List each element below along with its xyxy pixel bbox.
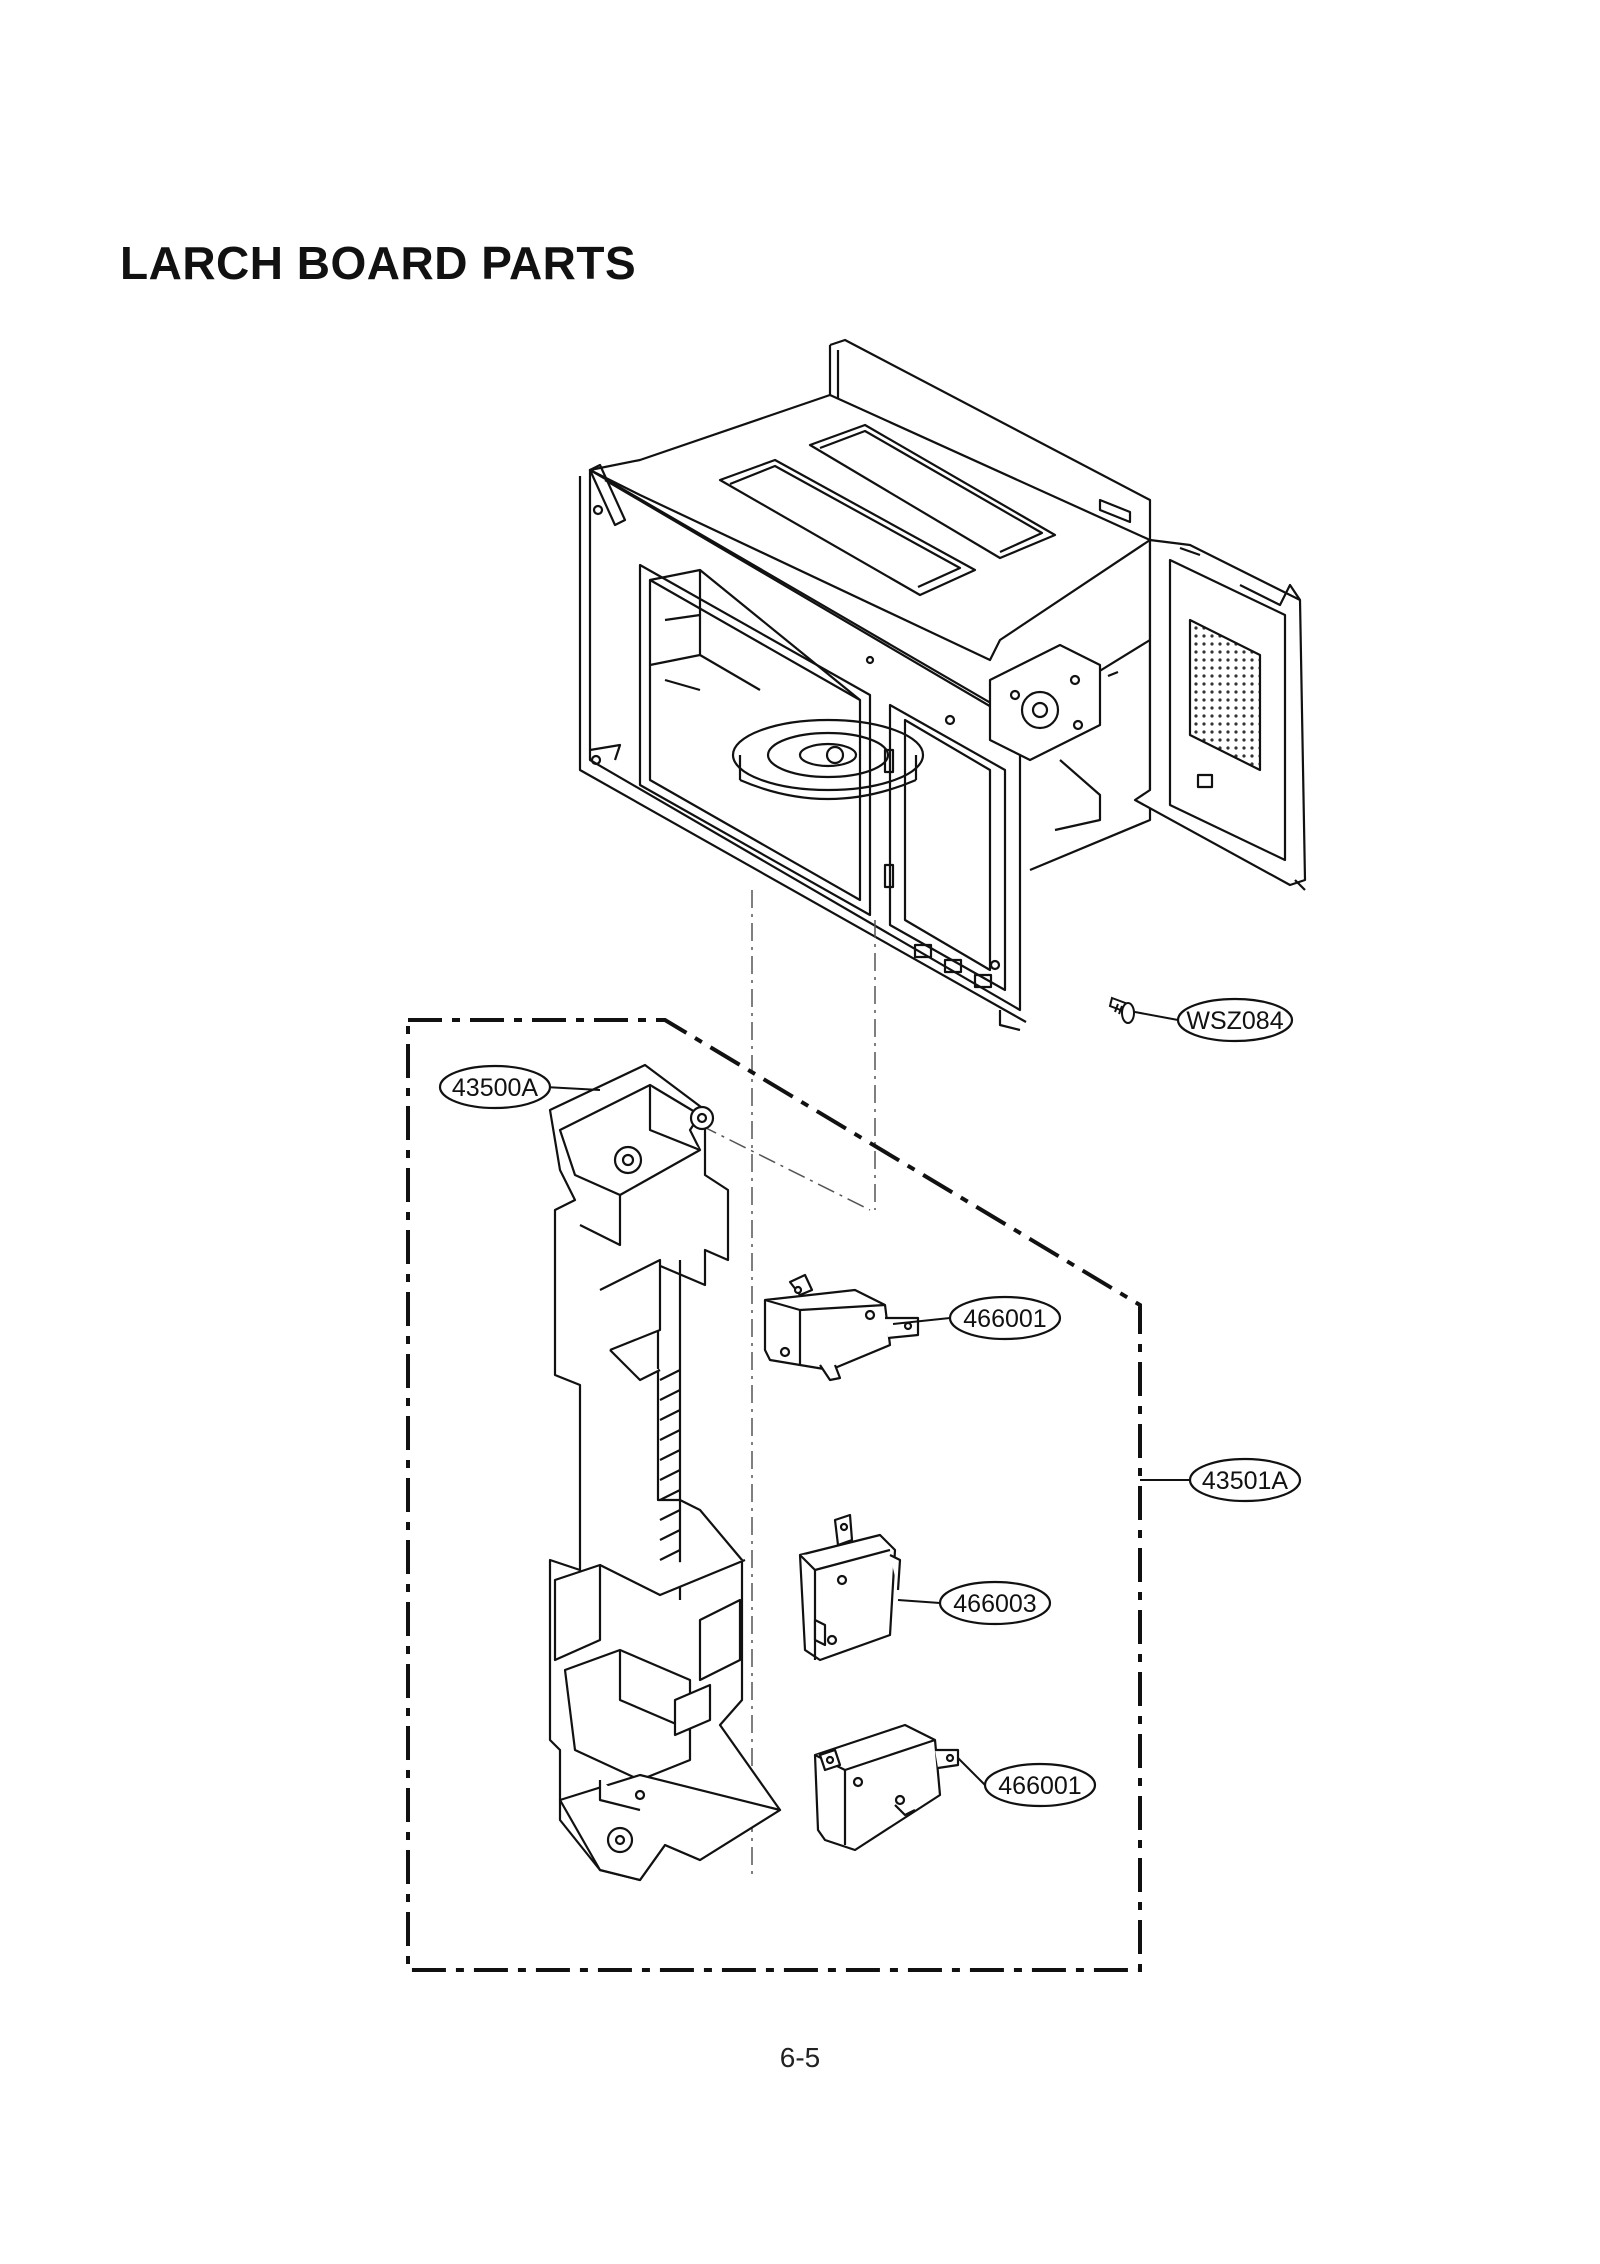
micro-switch-middle bbox=[798, 1513, 902, 1662]
callout-466001-top: 466001 bbox=[948, 1295, 1062, 1341]
callout-43500a: 43500A bbox=[438, 1064, 552, 1110]
alignment-lines bbox=[699, 890, 876, 1880]
page-number: 6-5 bbox=[779, 2042, 821, 2073]
microwave-cavity bbox=[578, 338, 1307, 1032]
screw-part bbox=[1108, 996, 1136, 1024]
callout-wsz084: WSZ084 bbox=[1176, 997, 1294, 1043]
callout-label-43501a: 43501A bbox=[1202, 1467, 1289, 1495]
callout-466001-bottom: 466001 bbox=[983, 1762, 1097, 1808]
callout-label-wsz084: WSZ084 bbox=[1186, 1007, 1283, 1035]
micro-switch-top bbox=[763, 1273, 920, 1382]
callout-466003: 466003 bbox=[938, 1580, 1052, 1626]
micro-switch-bottom bbox=[813, 1723, 960, 1852]
callout-43501a: 43501A bbox=[1188, 1457, 1302, 1503]
latch-board-part bbox=[548, 1063, 782, 1882]
callout-label-466003: 466003 bbox=[953, 1590, 1036, 1618]
latch-board-group-boundary bbox=[406, 1018, 1142, 1972]
callout-label-466001-top: 466001 bbox=[963, 1305, 1046, 1333]
callout-label-466001-bottom: 466001 bbox=[998, 1772, 1081, 1800]
callout-label-43500a: 43500A bbox=[452, 1074, 539, 1102]
page-title: LARCH BOARD PARTS bbox=[120, 237, 637, 289]
